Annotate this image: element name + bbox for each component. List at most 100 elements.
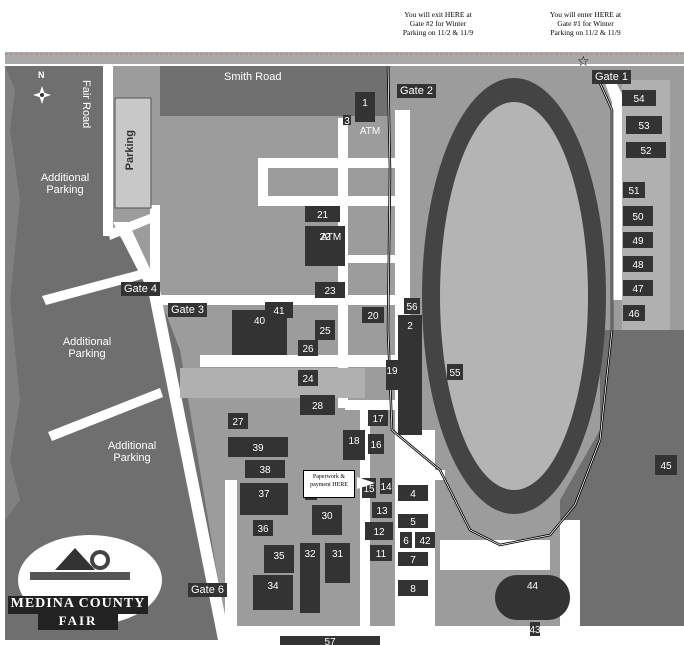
roads	[42, 66, 625, 640]
building-26	[298, 340, 318, 356]
building-41	[265, 302, 293, 318]
building-24	[298, 370, 318, 386]
building-label-1: 1	[362, 98, 368, 109]
building-49	[623, 232, 653, 248]
building-label-32: 32	[304, 549, 316, 560]
building-label-35: 35	[273, 551, 285, 562]
building-label-28: 28	[312, 401, 324, 412]
building-label-44: 44	[527, 581, 539, 592]
building-56	[404, 298, 420, 314]
building-label-40: 40	[254, 316, 266, 327]
enter-note: You will enter HERE at Gate #1 for Winte…	[549, 10, 622, 37]
building-3	[343, 115, 351, 125]
building-label-14: 14	[380, 482, 392, 493]
additional-parking-1: Additional Parking	[40, 172, 90, 196]
building-label-4: 4	[410, 489, 416, 500]
building-label-23: 23	[324, 286, 336, 297]
building-57	[280, 636, 380, 645]
top-road	[5, 52, 684, 64]
building-label-17: 17	[372, 414, 384, 425]
additional-parking-3: Additional Parking	[107, 440, 157, 464]
building-label-2: 2	[407, 321, 413, 332]
building-label-22: 22	[319, 232, 331, 243]
building-46	[623, 305, 645, 321]
building-label-3: 3	[344, 116, 350, 127]
building-label-18: 18	[348, 436, 360, 447]
building-25	[315, 320, 335, 340]
building-6	[400, 532, 412, 548]
building-label-27: 27	[232, 417, 244, 428]
building-label-26: 26	[302, 344, 314, 355]
building-label-19: 19	[386, 366, 398, 377]
building-label-49: 49	[632, 236, 644, 247]
building-5	[398, 514, 428, 528]
smith-road-label: Smith Road	[224, 71, 282, 83]
compass-label: N	[38, 70, 45, 80]
building-47	[623, 280, 653, 296]
gate-label-2: Gate 2	[397, 84, 437, 98]
building-label-54: 54	[633, 94, 645, 105]
building-28	[300, 395, 335, 415]
building-label-39: 39	[252, 443, 264, 454]
building-label-13: 13	[376, 506, 388, 517]
building-45	[655, 455, 677, 475]
building-label-30: 30	[321, 511, 333, 522]
building-31	[325, 543, 350, 583]
building-44	[495, 575, 570, 620]
building-label-21: 21	[317, 210, 329, 221]
gate-label-1: Gate 1	[592, 70, 632, 84]
building-38	[245, 460, 285, 478]
building-39	[228, 437, 288, 457]
building-label-42: 42	[419, 536, 431, 547]
building-52	[626, 142, 666, 158]
building-19	[386, 360, 398, 390]
exit-note: You will exit HERE at Gate #2 for Winter…	[402, 10, 474, 37]
building-label-55: 55	[449, 368, 461, 379]
building-label-38: 38	[259, 465, 271, 476]
building-label-8: 8	[410, 584, 416, 595]
building-label-56: 56	[406, 302, 418, 313]
building-label-53: 53	[638, 121, 650, 132]
building-20	[362, 307, 384, 323]
building-2	[398, 315, 422, 435]
building-label-45: 45	[660, 461, 672, 472]
building-label-36: 36	[257, 524, 269, 535]
building-35	[264, 545, 294, 573]
building-label-24: 24	[302, 374, 314, 385]
building-11	[370, 545, 392, 561]
building-7	[398, 552, 428, 566]
building-13	[372, 502, 392, 518]
building-36	[253, 520, 273, 536]
building-12	[365, 522, 393, 540]
building-label-34: 34	[267, 581, 279, 592]
building-label-43: 43	[529, 625, 541, 636]
building-label-47: 47	[632, 284, 644, 295]
building-51	[623, 182, 645, 198]
building-8	[398, 580, 428, 596]
building-30	[312, 505, 342, 535]
gate-label-3: Gate 3	[168, 303, 208, 317]
building-43	[530, 622, 540, 636]
building-22	[305, 226, 345, 266]
building-label-6: 6	[403, 536, 409, 547]
arrow-right-icon	[357, 477, 375, 489]
parking-lot	[114, 97, 152, 209]
building-14	[380, 478, 392, 494]
building-17	[368, 410, 388, 426]
building-48	[623, 256, 653, 272]
gate-label-4: Gate 4	[121, 282, 161, 296]
additional-parking-2: Additional Parking	[62, 336, 112, 360]
building-label-50: 50	[632, 212, 644, 223]
building-label-41: 41	[273, 306, 285, 317]
building-18	[343, 430, 365, 460]
building-16	[368, 434, 384, 454]
paperwork-note: Paperwork & payment HERE	[303, 470, 355, 498]
logo-title: MEDINA COUNTY	[10, 596, 146, 611]
building-label-48: 48	[632, 260, 644, 271]
compass-icon	[33, 86, 51, 104]
building-53	[626, 116, 662, 134]
atm-label-1: ATM	[360, 126, 380, 137]
building-37	[240, 483, 288, 515]
building-50	[623, 206, 653, 226]
building-label-20: 20	[367, 311, 379, 322]
